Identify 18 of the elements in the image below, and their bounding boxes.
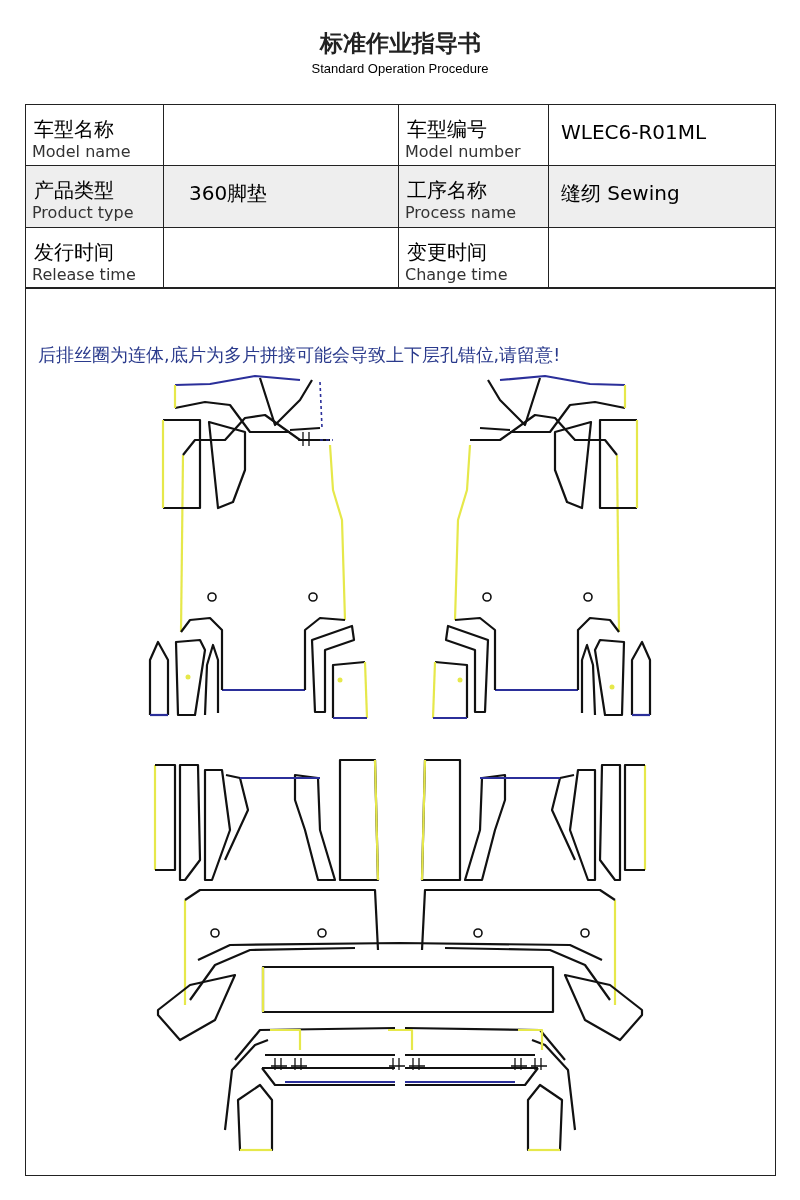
field-value: 缝纫 Sewing [561, 180, 680, 206]
field-name: 工序名称 [407, 178, 487, 202]
field-value: WLEC6-R01ML [561, 119, 707, 145]
document-subtitle: Standard Operation Procedure [310, 61, 490, 76]
field-value: 360脚垫 [189, 180, 268, 206]
field-name: 产品类型 [34, 178, 114, 202]
field-name-english: Change time [405, 265, 508, 284]
field-name: 车型编号 [407, 117, 487, 141]
warning-note: 后排丝圈为连体,底片为多片拼接可能会导致上下层孔错位,请留意! [38, 344, 561, 367]
field-name: 变更时间 [407, 240, 487, 264]
field-name-english: Product type [32, 203, 134, 222]
field-name: 发行时间 [34, 240, 114, 264]
field-name-english: Release time [32, 265, 136, 284]
document-title: 标准作业指导书 [318, 29, 482, 58]
field-name-english: Model name [32, 142, 131, 161]
field-name-english: Process name [405, 203, 517, 222]
field-name-english: Model number [405, 142, 521, 161]
field-name: 车型名称 [34, 117, 114, 141]
